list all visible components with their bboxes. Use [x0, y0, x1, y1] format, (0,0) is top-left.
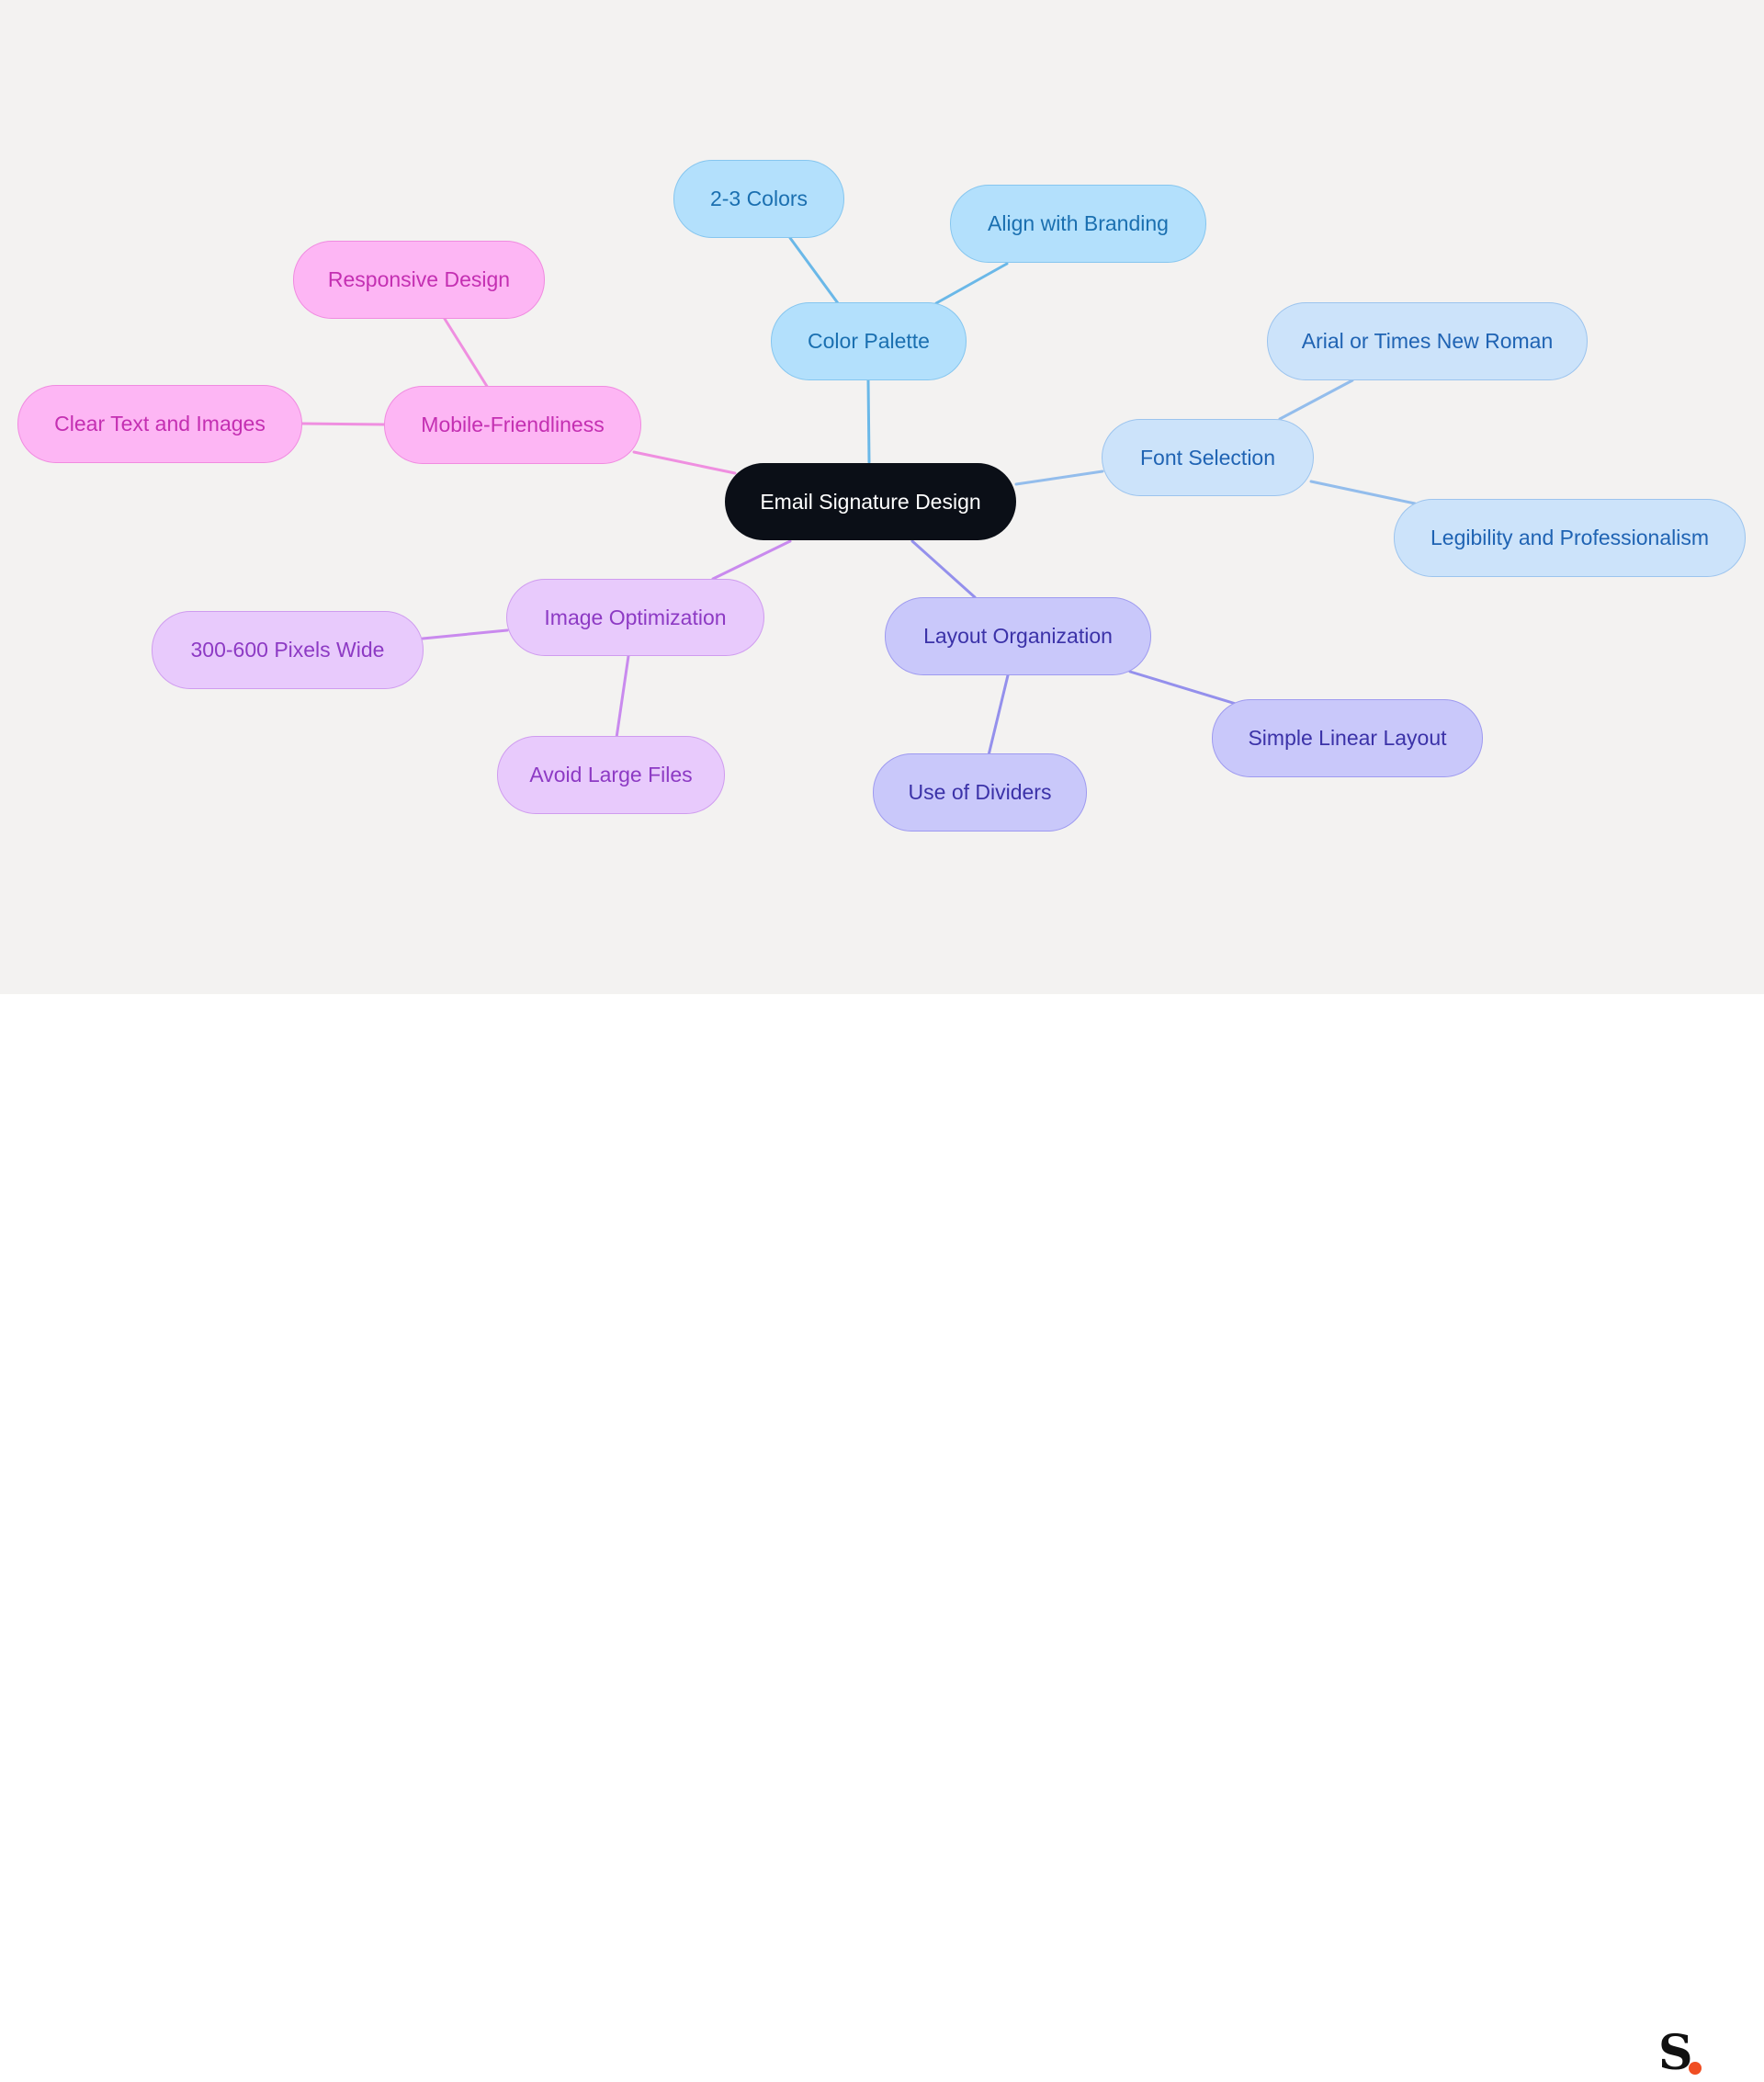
logo-letter: S [1658, 2025, 1693, 2081]
avoid-large-files-label: Avoid Large Files [529, 763, 693, 786]
logo-mark: S [1658, 2025, 1713, 2082]
layout-organization-node[interactable]: Layout Organization [885, 597, 1151, 675]
arial-times-node[interactable]: Arial or Times New Roman [1267, 302, 1588, 380]
two-three-colors-label: 2-3 Colors [709, 187, 808, 210]
color-palette-node[interactable]: Color Palette [771, 302, 967, 380]
align-branding-label: Align with Branding [988, 211, 1169, 235]
responsive-design-label: Responsive Design [327, 267, 511, 291]
edge-layout-linear [1128, 670, 1238, 706]
legibility-label: Legibility and Professionalism [1430, 526, 1709, 549]
mobile-friendliness-node[interactable]: Mobile-Friendliness [384, 386, 641, 464]
edge-root-image [711, 539, 792, 581]
avoid-large-files-node[interactable]: Avoid Large Files [497, 736, 725, 814]
clear-text-images-node[interactable]: Clear Text and Images [17, 385, 302, 463]
mobile-friendliness-label: Mobile-Friendliness [421, 413, 605, 436]
edge-image-avoid [615, 654, 630, 740]
edge-image-pixels [421, 628, 509, 640]
root-label: Email Signature Design [760, 489, 981, 514]
edge-color-align-branding [934, 262, 1009, 305]
clear-text-images-label: Clear Text and Images [54, 412, 266, 436]
logo-dot-icon [1689, 2062, 1702, 2075]
edge-root-layout [910, 539, 977, 599]
edge-root-font-selection [1014, 470, 1104, 486]
image-optimization-node[interactable]: Image Optimization [506, 579, 764, 656]
align-branding-node[interactable]: Align with Branding [950, 185, 1206, 263]
root-node[interactable]: Email Signature Design [725, 463, 1016, 540]
use-of-dividers-label: Use of Dividers [908, 780, 1052, 804]
arial-times-label: Arial or Times New Roman [1301, 329, 1554, 353]
font-selection-node[interactable]: Font Selection [1102, 419, 1314, 496]
edge-layout-dividers [987, 673, 1010, 757]
legibility-node[interactable]: Legibility and Professionalism [1394, 499, 1746, 577]
simple-linear-layout-label: Simple Linear Layout [1248, 726, 1447, 750]
edge-mobile-responsive [443, 317, 490, 390]
edge-font-legibility [1309, 480, 1417, 505]
font-selection-label: Font Selection [1139, 445, 1276, 470]
edge-color-2-3-colors [788, 236, 840, 305]
two-three-colors-node[interactable]: 2-3 Colors [673, 160, 844, 238]
footer-bar: S [0, 994, 1764, 2081]
pixels-wide-node[interactable]: 300-600 Pixels Wide [152, 611, 424, 689]
edge-font-arial [1278, 379, 1354, 421]
edge-root-color-palette [866, 379, 871, 464]
color-palette-label: Color Palette [808, 329, 930, 353]
simple-linear-layout-node[interactable]: Simple Linear Layout [1212, 699, 1483, 777]
image-optimization-label: Image Optimization [544, 605, 727, 629]
use-of-dividers-node[interactable]: Use of Dividers [873, 753, 1087, 832]
responsive-design-node[interactable]: Responsive Design [293, 241, 545, 319]
layout-organization-label: Layout Organization [923, 624, 1113, 648]
mindmap-connectors [300, 236, 1417, 757]
mindmap-canvas: Email Signature Design Color Palette 2-3… [0, 0, 1764, 994]
pixels-wide-label: 300-600 Pixels Wide [190, 638, 385, 662]
edge-root-mobile [632, 450, 737, 475]
